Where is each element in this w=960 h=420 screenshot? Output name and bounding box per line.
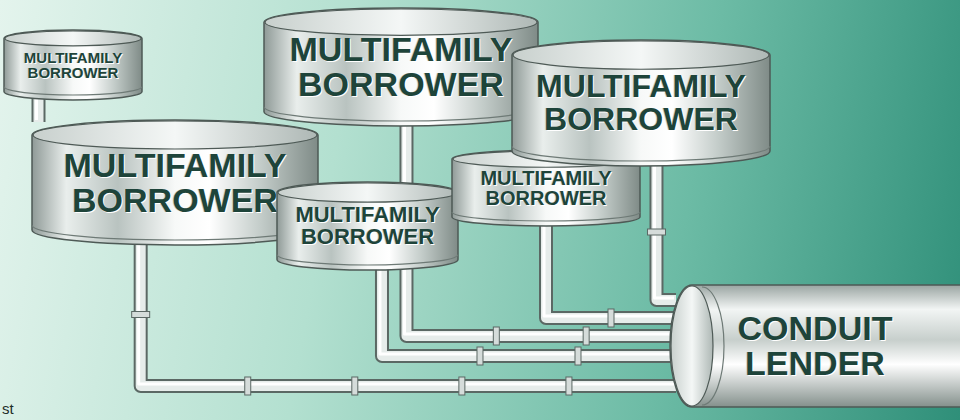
pipe-coupling — [608, 309, 614, 327]
pipe-connector — [37, 96, 39, 122]
tank-body — [512, 40, 770, 166]
text-holder: CONDUIT LENDER — [670, 285, 960, 407]
pipe-outline — [32, 98, 46, 122]
borrower-tank: MULTIFAMILY BORROWER — [264, 8, 538, 126]
pipe-coupling — [583, 327, 589, 345]
pipe-coupling — [493, 327, 499, 345]
borrower-name: MULTIFAMILY BORROWER — [264, 32, 538, 101]
pipe-coupling — [245, 377, 251, 395]
cylinder-rim — [702, 287, 724, 405]
tank-lid — [5, 31, 141, 46]
borrower-name: MULTIFAMILY BORROWER — [32, 148, 318, 217]
tank-rim — [452, 212, 640, 221]
tank-rim — [277, 254, 458, 265]
borrower-name: MULTIFAMILY BORROWER — [277, 204, 458, 249]
tank-rim — [4, 87, 142, 95]
text-holder: MULTIFAMILY BORROWER — [264, 8, 538, 126]
borrower-tank: MULTIFAMILY BORROWER — [32, 120, 318, 245]
cylinder-body — [670, 285, 960, 407]
tank-body — [277, 182, 458, 270]
tank-lid — [278, 183, 457, 202]
tank-rim — [512, 146, 770, 161]
borrower-name: MULTIFAMILY BORROWER — [452, 168, 640, 209]
borrower-tank: MULTIFAMILY BORROWER — [4, 30, 142, 100]
pipe-coupling — [352, 377, 358, 395]
text-holder: MULTIFAMILY BORROWER — [4, 30, 142, 100]
tank-lid — [33, 121, 317, 149]
fragment-text: st — [2, 400, 14, 417]
cylinder-end — [671, 286, 713, 406]
borrower-name: MULTIFAMILY BORROWER — [512, 70, 770, 135]
pipe-coupling — [647, 229, 665, 235]
pipe-coupling — [459, 377, 465, 395]
lender-name: CONDUIT LENDER — [670, 311, 960, 380]
borrower-tank: MULTIFAMILY BORROWER — [277, 182, 458, 270]
pipe-coupling — [566, 377, 572, 395]
text-holder: MULTIFAMILY BORROWER — [32, 120, 318, 245]
tank-body — [4, 30, 142, 100]
pipe-coupling — [575, 347, 581, 365]
pipe-shine — [380, 266, 674, 354]
pipe-coupling — [477, 347, 483, 365]
pipe-connector — [647, 162, 676, 300]
text-holder: MULTIFAMILY BORROWER — [277, 182, 458, 270]
pipe-shine — [35, 96, 38, 120]
tank-body — [32, 120, 318, 245]
tank-lid — [513, 41, 769, 69]
lender-cylinder: CONDUIT LENDER — [670, 285, 960, 407]
tank-body — [264, 8, 538, 126]
borrower-name: MULTIFAMILY BORROWER — [4, 50, 142, 81]
borrower-tank: MULTIFAMILY BORROWER — [512, 40, 770, 166]
tank-rim — [32, 225, 318, 240]
text-holder: MULTIFAMILY BORROWER — [512, 40, 770, 166]
pipe-coupling — [132, 312, 150, 318]
tank-rim — [264, 107, 538, 121]
